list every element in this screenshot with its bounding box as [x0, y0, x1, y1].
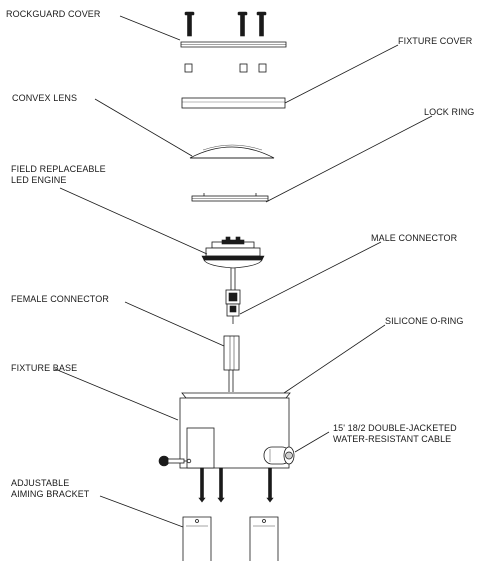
leader-cable [294, 431, 330, 453]
led-engine [201, 236, 265, 290]
spacer [184, 63, 193, 73]
leader-aiming-bracket [99, 495, 184, 528]
lock-ring [191, 193, 269, 202]
rockguard-screw [184, 11, 195, 37]
rockguard-screw [256, 11, 267, 37]
base-screw [198, 467, 206, 503]
leader-convex-lens [94, 98, 193, 157]
leader-male-connector [239, 241, 382, 315]
spacer [239, 63, 248, 73]
labels: ROCKGUARD COVER FIXTURE COVER CONVEX LEN… [6, 9, 474, 499]
leader-silicone-oring [283, 324, 386, 394]
leader-lock-ring [265, 115, 433, 203]
label-led-engine-line2: LED ENGINE [11, 175, 67, 185]
label-lock-ring: LOCK RING [424, 107, 474, 117]
label-cable-line2: WATER-RESISTANT CABLE [333, 434, 451, 444]
base-screw [266, 467, 274, 503]
side-screw [158, 455, 192, 467]
leader-female-connector [124, 301, 225, 347]
label-convex-lens: CONVEX LENS [12, 93, 77, 103]
spacer [258, 63, 267, 73]
label-led-engine-line1: FIELD REPLACEABLE [11, 164, 106, 174]
leader-fixture-base [54, 368, 179, 421]
fixture-base [158, 392, 295, 503]
label-female-connector: FEMALE CONNECTOR [11, 294, 109, 304]
female-connector [223, 335, 240, 392]
leader-lines [54, 15, 433, 528]
label-bracket-line1: ADJUSTABLE [11, 478, 69, 488]
rockguard-cover [180, 11, 287, 73]
aiming-bracket [182, 516, 279, 561]
leader-fixture-cover [284, 44, 399, 104]
leader-rockguard-cover [119, 15, 181, 41]
label-rockguard-cover: ROCKGUARD COVER [6, 9, 101, 19]
label-cable-line1: 15' 18/2 DOUBLE-JACKETED [333, 423, 457, 433]
label-fixture-base: FIXTURE BASE [11, 363, 77, 373]
label-bracket-line2: AIMING BRACKET [11, 489, 90, 499]
convex-lens [189, 144, 275, 159]
label-male-connector: MALE CONNECTOR [371, 233, 458, 243]
leader-led-engine [59, 187, 208, 255]
fixture-cover [181, 97, 286, 109]
base-screw [217, 467, 225, 503]
label-silicone-oring: SILICONE O-RING [385, 316, 464, 326]
label-fixture-cover: FIXTURE COVER [398, 36, 473, 46]
male-connector [225, 289, 241, 324]
cable-gland [263, 446, 295, 465]
rockguard-screw [237, 11, 248, 37]
